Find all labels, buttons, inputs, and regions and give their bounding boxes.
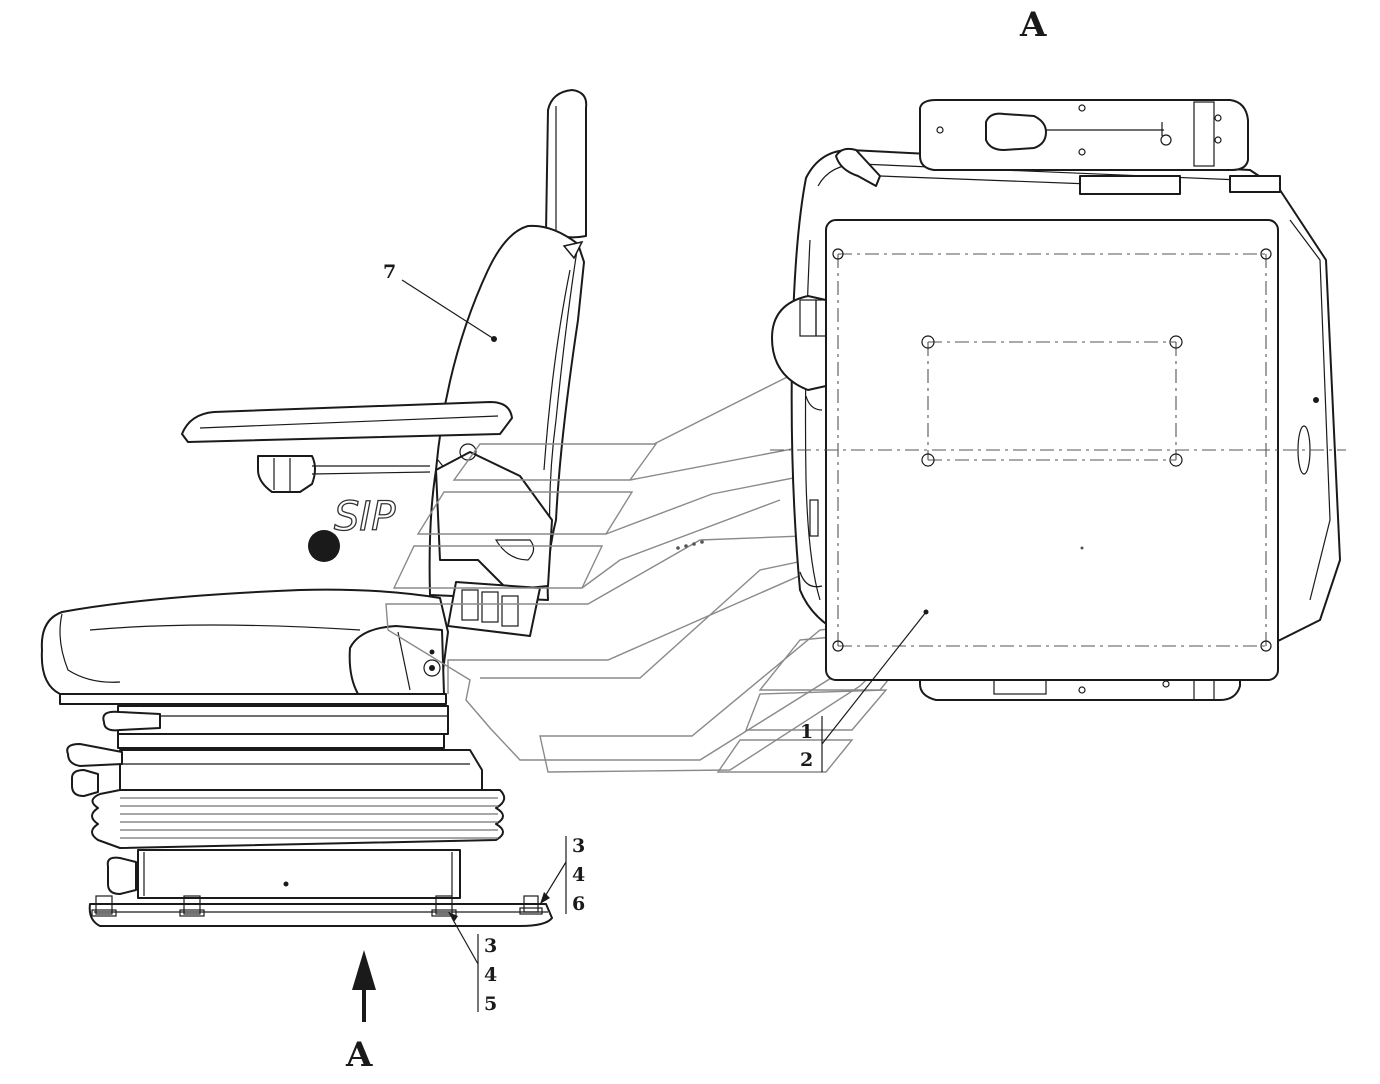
headrest xyxy=(545,89,588,239)
bolt-right xyxy=(519,895,543,915)
callout-7: 7 xyxy=(383,261,396,283)
callout-plate-group: 1 2 xyxy=(800,611,927,772)
callout-1: 1 xyxy=(800,721,813,743)
seat-top-view xyxy=(770,99,1346,701)
brand-dot xyxy=(308,530,340,562)
callout-4-center: 4 xyxy=(484,964,497,986)
callout-4-right: 4 xyxy=(572,864,585,886)
suspension-bellows xyxy=(91,789,506,849)
callout-seat-back: 7 xyxy=(383,261,495,340)
callout-right-bolt: 3 4 6 xyxy=(540,835,585,915)
view-direction-arrow xyxy=(352,950,376,1022)
view-label-top: A xyxy=(1019,5,1047,45)
bolt-center-b xyxy=(431,895,457,917)
callout-2: 2 xyxy=(800,749,813,771)
height-lever xyxy=(66,743,123,797)
bolt-left xyxy=(91,895,117,917)
callout-5-center: 5 xyxy=(484,993,497,1015)
base-plate xyxy=(88,903,553,927)
callout-3-center: 3 xyxy=(484,935,497,957)
callout-3-right: 3 xyxy=(572,835,585,857)
seat-side-view: SIP xyxy=(40,89,588,927)
armrest-knob xyxy=(257,455,431,493)
slide-lever xyxy=(102,710,161,732)
top-armrest-knob xyxy=(985,112,1172,151)
recline-lever xyxy=(447,581,541,637)
callout-6-right: 6 xyxy=(572,893,585,915)
brand-text: SIP xyxy=(334,494,396,540)
view-label-bottom: A xyxy=(345,1035,373,1075)
callout-center-bolt: 3 4 5 xyxy=(448,912,497,1015)
bolt-center-a xyxy=(179,895,205,917)
